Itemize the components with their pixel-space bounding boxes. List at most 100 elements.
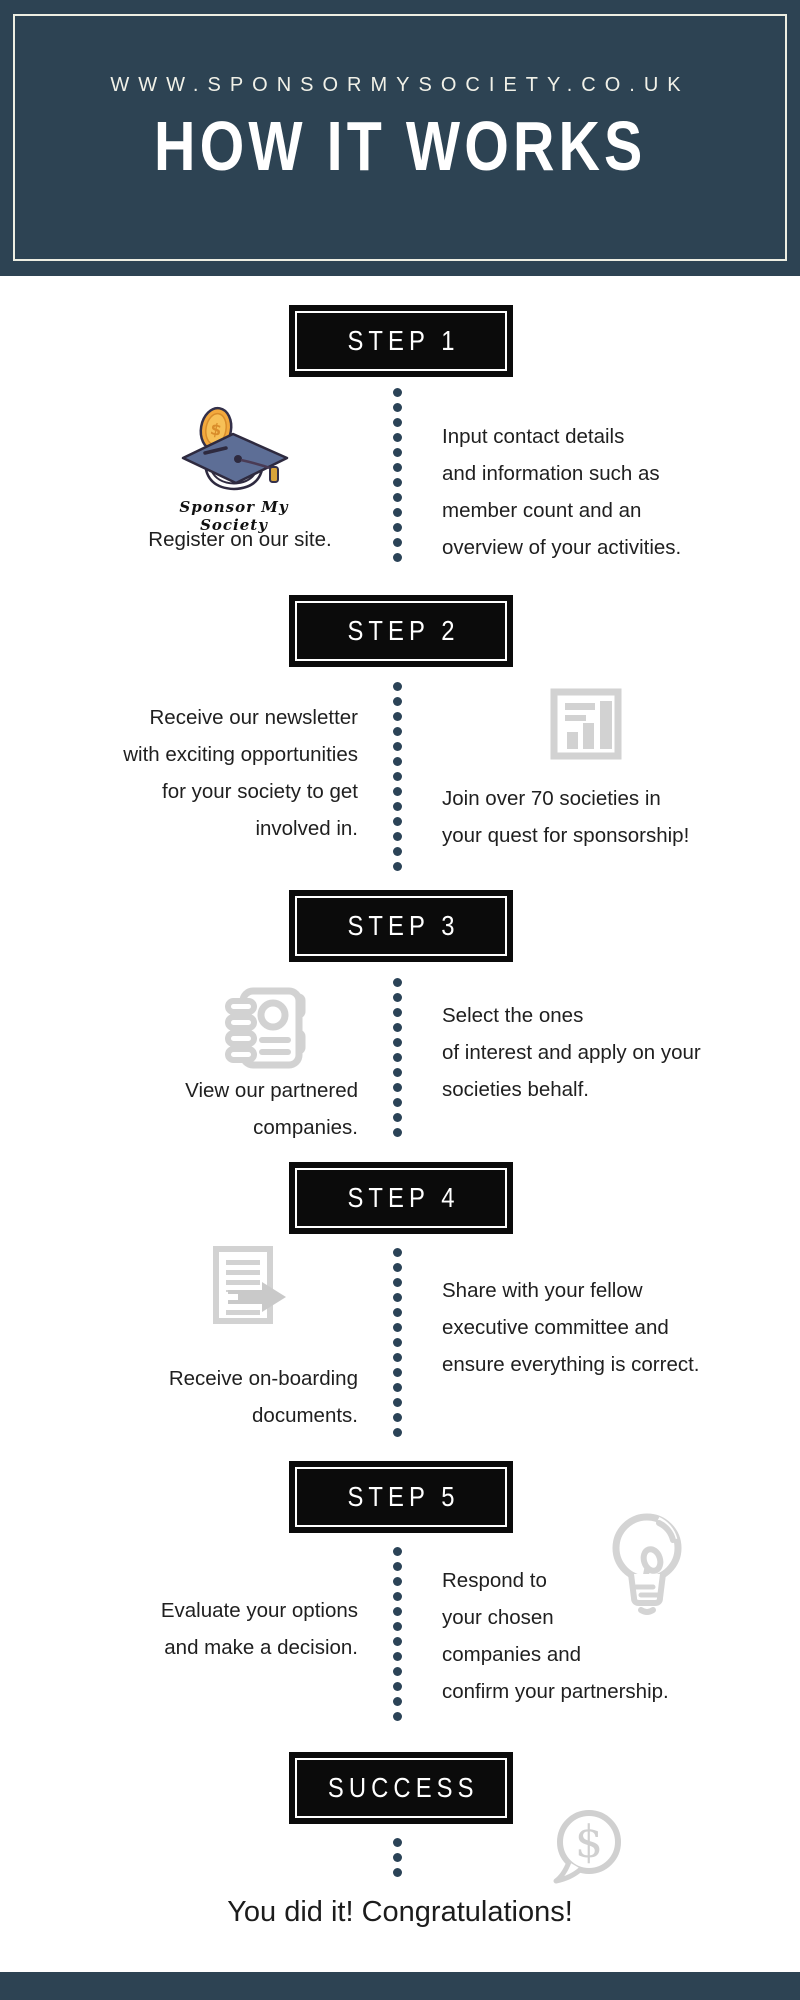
dot	[393, 1353, 402, 1362]
svg-text:$: $	[575, 1817, 603, 1868]
dot	[393, 433, 402, 442]
dot	[393, 1667, 402, 1676]
dot	[393, 478, 402, 487]
dot	[393, 1308, 402, 1317]
dot	[393, 697, 402, 706]
dot	[393, 388, 402, 397]
dotted-connector-3	[393, 978, 402, 1137]
dot	[393, 1637, 402, 1646]
dot	[393, 1697, 402, 1706]
step2-badge-label: STEP 2	[347, 615, 460, 646]
dot	[393, 1008, 402, 1017]
dot	[393, 463, 402, 472]
dot	[393, 817, 402, 826]
dot	[393, 1083, 402, 1092]
step1-logo: $ Sponsor My Society	[149, 404, 319, 534]
dot	[393, 1868, 402, 1877]
step5-badge: STEP 5	[289, 1461, 513, 1533]
dot	[393, 978, 402, 987]
step3-right-description: Select the ones of interest and apply on…	[442, 1004, 701, 1101]
step3-badge: STEP 3	[289, 890, 513, 962]
dot	[393, 1577, 402, 1586]
success-badge-label: SUCCESS	[328, 1772, 479, 1803]
dot	[393, 1413, 402, 1422]
dot	[393, 847, 402, 856]
dot	[393, 1098, 402, 1107]
notebook-icon	[220, 984, 310, 1079]
dot	[393, 1248, 402, 1257]
step5-badge-label: STEP 5	[347, 1481, 460, 1512]
dot	[393, 1547, 402, 1556]
dot	[393, 1562, 402, 1571]
dot	[393, 727, 402, 736]
dot	[393, 1068, 402, 1077]
dot	[393, 1592, 402, 1601]
dot	[393, 862, 402, 871]
dot	[393, 403, 402, 412]
dot	[393, 523, 402, 532]
dot	[393, 1383, 402, 1392]
step1-badge: STEP 1	[289, 305, 513, 377]
dot	[393, 712, 402, 721]
svg-text:$: $	[209, 419, 223, 440]
dot	[393, 1607, 402, 1616]
step1-description: Input contact details and information su…	[442, 425, 682, 559]
dot	[393, 553, 402, 562]
step1-caption: Register on our site.	[148, 528, 332, 551]
header-banner: WWW.SPONSORMYSOCIETY.CO.UK HOW IT WORKS	[0, 0, 800, 276]
dot	[393, 1428, 402, 1437]
dot	[393, 1838, 402, 1847]
step2-left-description: Receive our newsletter with exciting opp…	[123, 706, 358, 840]
dot	[393, 1278, 402, 1287]
dot	[393, 1128, 402, 1137]
dot	[393, 757, 402, 766]
dotted-connector-5	[393, 1547, 402, 1721]
success-badge: SUCCESS	[289, 1752, 513, 1824]
step2-badge: STEP 2	[289, 595, 513, 667]
dotted-connector-4	[393, 1248, 402, 1437]
final-message: You did it! Congratulations!	[227, 1896, 573, 1928]
document-arrow-icon	[198, 1246, 292, 1345]
brand-script: Sponsor My Society	[179, 498, 289, 534]
dot	[393, 787, 402, 796]
dot	[393, 418, 402, 427]
page-title: HOW IT WORKS	[153, 107, 647, 185]
dot	[393, 1682, 402, 1691]
footer-bar	[0, 1972, 800, 2000]
lightbulb-icon	[603, 1508, 691, 1641]
dot	[393, 448, 402, 457]
site-url: WWW.SPONSORMYSOCIETY.CO.UK	[110, 74, 690, 96]
dot	[393, 1398, 402, 1407]
dollar-speech-bubble-icon: $	[545, 1806, 625, 1893]
dotted-connector-1	[393, 388, 402, 562]
header-inner-border	[13, 14, 787, 261]
step1-badge-label: STEP 1	[347, 325, 460, 356]
dot	[393, 1023, 402, 1032]
dot	[393, 1338, 402, 1347]
dot	[393, 1368, 402, 1377]
dot	[393, 1712, 402, 1721]
dot	[393, 1053, 402, 1062]
dot	[393, 772, 402, 781]
step4-badge: STEP 4	[289, 1162, 513, 1234]
dot	[393, 742, 402, 751]
step5-right-description: Respond to your chosen companies and con…	[442, 1569, 669, 1703]
bar-chart-icon	[550, 688, 622, 765]
dot	[393, 538, 402, 547]
step4-left-caption: Receive on-boarding documents.	[168, 1367, 358, 1427]
step4-badge-label: STEP 4	[347, 1182, 460, 1213]
step5-left-caption: Evaluate your options and make a decisio…	[160, 1599, 358, 1659]
dot	[393, 1323, 402, 1332]
dot	[393, 1038, 402, 1047]
dot	[393, 508, 402, 517]
dot	[393, 1652, 402, 1661]
dot	[393, 1113, 402, 1122]
dot	[393, 832, 402, 841]
step3-badge-label: STEP 3	[347, 910, 460, 941]
dotted-connector-6	[393, 1838, 402, 1877]
dot	[393, 1293, 402, 1302]
dot	[393, 682, 402, 691]
dotted-connector-2	[393, 682, 402, 871]
dot	[393, 1622, 402, 1631]
